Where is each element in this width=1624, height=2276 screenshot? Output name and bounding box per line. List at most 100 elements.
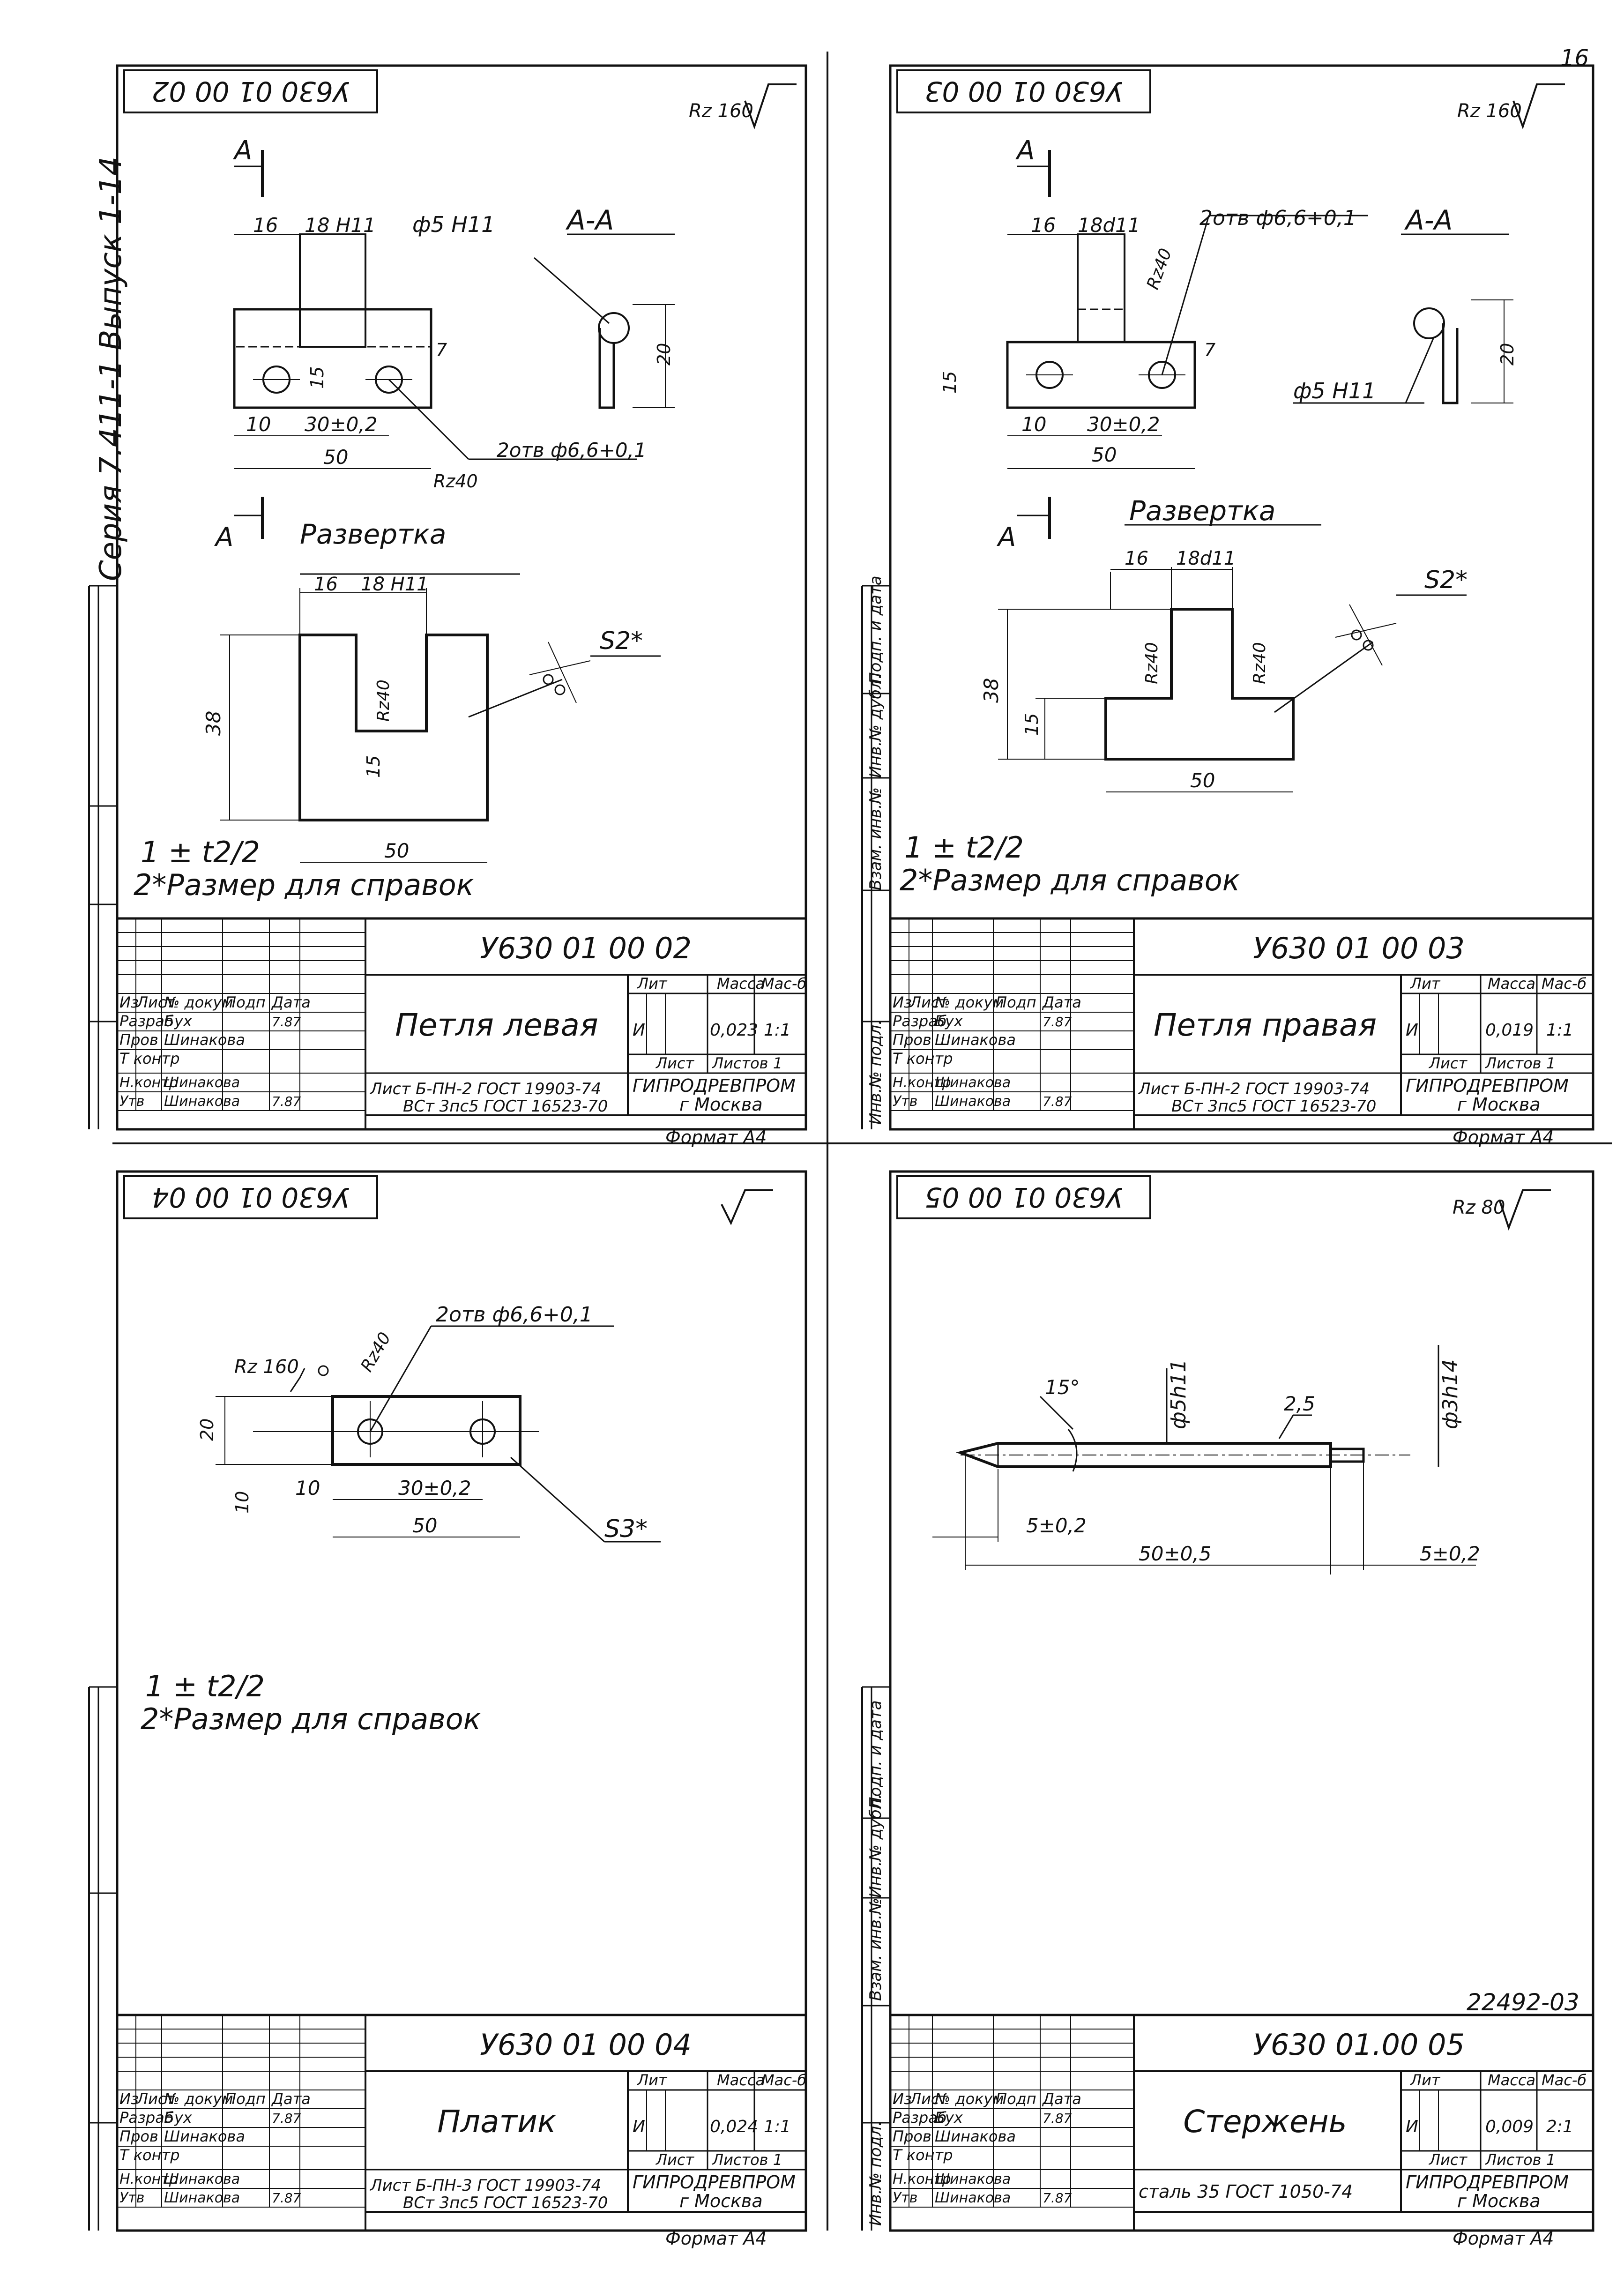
label-sheets-1-dims-d18: 18d11 [1176, 548, 1236, 569]
label-sheets-3-name: Стержень [1183, 2104, 1347, 2140]
label-title_block_labels-format: Формат А4 [1453, 1127, 1554, 1148]
label-title_block_labels-data: Дата [271, 2090, 311, 2108]
sheet-4-part-view [932, 1345, 1476, 1575]
label-sheets-0-dims-d15: 15 [363, 755, 384, 778]
label-title_block_labels-lit_value: И [1406, 1021, 1418, 1040]
label-sheets-0-dims-note1: 1 ± t2/2 [141, 835, 260, 869]
label-sheets-2-material_2: ВСт 3пс5 ГОСТ 16523-70 [403, 2194, 608, 2212]
label-side_labels-invpodl: Инв.№ подл. [866, 1020, 885, 1125]
label-people-utv: Шинакова [935, 2190, 1011, 2206]
label-title_block_labels-ndok: № докум [163, 2090, 233, 2108]
label-people-prov: Шинакова [164, 2127, 245, 2145]
label-sheets-2-dims-d20: 20 [197, 1418, 217, 1441]
label-sheets-0-dims-rz40: Rz40 [433, 471, 478, 492]
label-people-prov: Шинакова [164, 1031, 245, 1049]
label-sheets-1-dims-d16: 16 [1031, 214, 1056, 237]
sheet-2-dimensions: 16 18d11 2отв ф6,6+0,1 А-А Rz40 7 20 15 … [900, 135, 1518, 897]
page-number: 16 [1560, 45, 1589, 71]
label-sheets-0-dims-d20: 20 [654, 343, 674, 366]
label-title_block_labels-org2: г Москва [679, 2191, 763, 2211]
label-sheets-1-dims-rz40: Rz40 [1143, 246, 1176, 292]
label-title_block_labels-tkontr: Т контр [893, 2146, 953, 2164]
label-sheets-0-dims-d16: 16 [314, 574, 338, 595]
label-sheets-1-dims-cutA: А [997, 522, 1016, 552]
label-title_block_labels-org1: ГИПРОДРЕВПРОМ [1406, 1075, 1569, 1096]
label-sheets-0-dims-d15: 15 [307, 366, 328, 389]
label-people-utv: Шинакова [164, 2190, 240, 2206]
label-title_block_labels-org1: ГИПРОДРЕВПРОМ [633, 2172, 796, 2193]
sheet-3-side-strip [88, 1686, 117, 2231]
label-sheets-0-dims-razv: Развертка [300, 518, 446, 550]
sheet-1-flat-pattern [220, 573, 661, 863]
label-title_block_labels-ndok: № докум [163, 993, 233, 1011]
sheet-3-part-view [216, 1325, 661, 1543]
label-title_block_labels-lit: Лит [637, 2071, 668, 2089]
label-sheets-2-material_1: Лист Б-ПН-3 ГОСТ 19903-74 [369, 2176, 601, 2195]
label-title_block_labels-nkontr: Н.контр [119, 2171, 178, 2187]
label-sheets-2-mass: 0,024 [710, 2117, 758, 2136]
label-sheets-1-scale: 1:1 [1546, 1021, 1573, 1040]
label-sheets-1-dims-section: А-А [1404, 204, 1453, 236]
label-title_block_labels-sheet: Лист [656, 2151, 694, 2169]
label-sheets-1-roughness: Rz 160 [1457, 100, 1522, 122]
label-sheets-3-dims-d5p: 5±0,2 [1026, 1514, 1087, 1537]
label-sheets-0-dims-note2: 2*Размер для справок [134, 868, 474, 902]
series-label: Серия 7.411-1 Выпуск 1-14 [94, 157, 128, 581]
label-title_block_labels-izm: Из [119, 2090, 139, 2108]
sheet-2-title-block: У630 01 00 03 Из Лист № докум Подп Дата … [889, 917, 1594, 1148]
label-title_block_labels-list: Лист [136, 2090, 175, 2108]
label-people-date2: 7.87 [1043, 1094, 1072, 1109]
label-sheets-1-dims-d15: 15 [1021, 713, 1042, 736]
label-side_labels-invpodl: Инв.№ подл. [866, 2121, 885, 2226]
label-sheets-1-dims-s2: S2* [1424, 566, 1468, 594]
label-people-razrab: Бух [935, 1012, 963, 1030]
label-sheets-0-code: У630 01 00 02 [480, 931, 692, 965]
label-sheets-0-dims-section: А-А [565, 204, 614, 236]
label-sheets-0-scale: 1:1 [764, 1021, 791, 1040]
label-sheets-0-dims-cutA: А [214, 522, 233, 552]
label-sheets-1-code_mirrored: У630 01 00 03 [925, 75, 1123, 107]
label-people-utv: Шинакова [935, 1093, 1011, 1110]
label-title_block_labels-massa: Масса [717, 2071, 765, 2089]
sheet-2-side-strip: Подп. и дата Взам. инв.№ Инв.№ дубл. Инв… [861, 575, 890, 1129]
label-title_block_labels-izm: Из [119, 993, 139, 1011]
sheet-4-dimensions: 15° ф5h11 2,5 ф3h14 5±0,2 50±0,5 5±0,2 [1026, 1359, 1480, 1566]
sheet-4: Подп. и дата Взам. инв.№ Инв.№ дубл. Инв… [861, 1170, 1594, 2249]
label-title_block_labels-podp: Подп [996, 2090, 1036, 2108]
sheet-3: У630 01 00 04 2отв ф6,6+0,1 Rz40 Rz 160 [88, 1170, 807, 2249]
label-sheets-1-dims-d18: 18d11 [1078, 214, 1140, 237]
label-side_labels-podp: Подп. и дата [866, 1700, 885, 1809]
label-people-date1: 7.87 [272, 2111, 301, 2126]
label-people-nkontr: Шинакова [935, 1075, 1011, 1091]
sheet-4-side-strip: Подп. и дата Взам. инв.№ Инв.№ дубл. Инв… [861, 1686, 890, 2231]
label-people-prov: Шинакова [935, 1031, 1016, 1049]
label-sheets-1-dims-d50: 50 [1190, 769, 1215, 792]
label-sheets-2-dims-d30: 30±0,2 [398, 1477, 471, 1500]
label-title_block_labels-prov: Пров [119, 2127, 158, 2145]
label-people-utv: Шинакова [164, 1093, 240, 1110]
label-sheets-1-dims-cutA: А [1015, 135, 1035, 166]
label-title_block_labels-razrab: Разраб [893, 2109, 947, 2127]
label-side_labels-invdub: Инв.№ дубл. [866, 1794, 885, 1898]
sheet-2-front-view [1006, 150, 1368, 539]
label-sheets-1-dims-d7: 7 [1204, 340, 1215, 360]
label-title_block_labels-nkontr: Н.контр [119, 1075, 178, 1091]
label-title_block_labels-utv: Утв [893, 2190, 917, 2206]
label-sheets-0-name: Петля левая [395, 1007, 598, 1043]
label-title_block_labels-sheets: Листов 1 [1485, 2151, 1556, 2169]
label-title_block_labels-massa: Масса [717, 975, 765, 992]
sheet-1-dimensions: 16 18 H11 ф5 H11 А-А 20 7 15 10 30±0,2 5… [134, 135, 674, 902]
label-sheets-3-dims-d5: ф5h11 [1167, 1359, 1191, 1430]
label-sheets-1-name: Петля правая [1154, 1007, 1377, 1043]
label-sheets-3-dims-d50: 50±0,5 [1139, 1542, 1211, 1565]
label-people-prov: Шинакова [935, 2127, 1016, 2145]
label-sheets-2-code: У630 01 00 04 [480, 2028, 692, 2062]
sheet-1-section-view [534, 233, 675, 409]
sheet-1: У630 01 00 02 Rz 160 [88, 52, 1612, 2231]
label-title_block_labels-podp: Подп [225, 993, 266, 1011]
label-people-nkontr: Шинакова [164, 1075, 240, 1091]
label-sheets-2-dims-d10: 10 [295, 1477, 320, 1500]
label-people-date2: 7.87 [1043, 2190, 1072, 2206]
label-sheets-3-material_1: сталь 35 ГОСТ 1050-74 [1139, 2181, 1353, 2202]
label-title_block_labels-utv: Утв [119, 2190, 144, 2206]
